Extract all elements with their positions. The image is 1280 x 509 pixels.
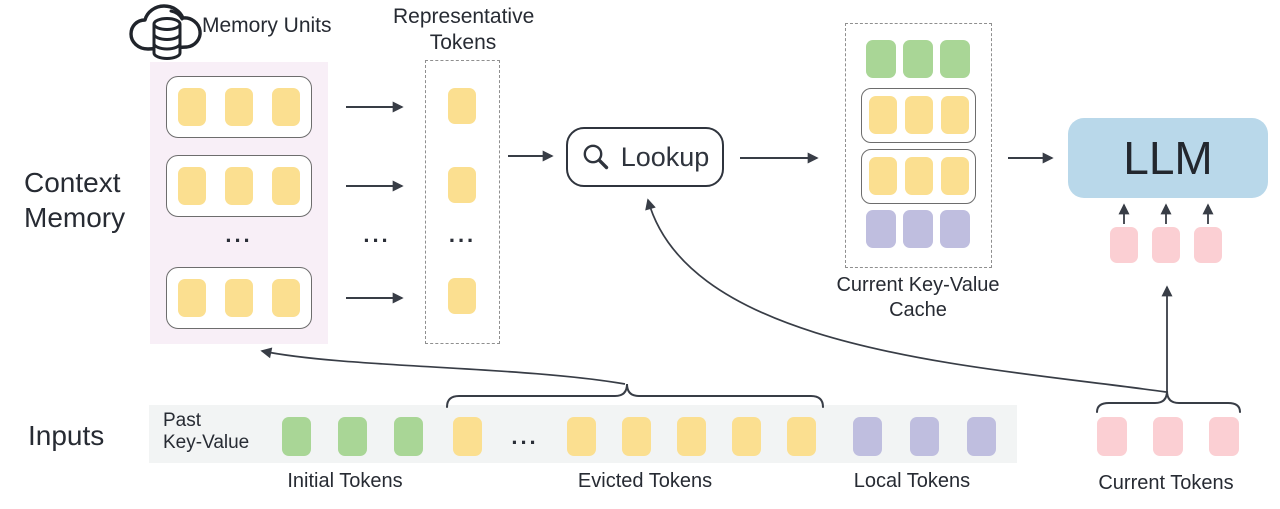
inputs-label: Inputs [28, 420, 105, 451]
evicted-tokens-brace [446, 383, 824, 408]
evicted-tokens-label: Evicted Tokens [577, 470, 713, 492]
llm-box: LLM [1068, 118, 1268, 198]
token [178, 167, 206, 205]
token [338, 417, 367, 456]
token [1152, 227, 1180, 263]
token [787, 417, 816, 456]
token [941, 157, 969, 195]
representative-tokens-label: Representative Tokens [393, 5, 535, 54]
evicted-to-memory-arrow [260, 347, 626, 385]
token [1194, 227, 1222, 263]
lookup-module: Lookup [566, 127, 724, 187]
token [940, 40, 970, 78]
initial-tokens-label: Initial Tokens [287, 470, 403, 492]
token [903, 40, 933, 78]
token [905, 157, 933, 195]
local-tokens-label: Local Tokens [853, 470, 971, 492]
token [940, 210, 970, 248]
token [272, 167, 300, 205]
token [677, 417, 706, 456]
token [869, 96, 897, 134]
token [272, 279, 300, 317]
token [910, 417, 939, 456]
token [732, 417, 761, 456]
token [1097, 417, 1127, 456]
token [272, 88, 300, 126]
context-memory-label: Context Memory [24, 167, 126, 233]
token [282, 417, 311, 456]
memory-units-label: Memory Units [202, 14, 332, 37]
current-kv-cache-label: Current Key-Value Cache [836, 274, 1000, 321]
memory-ellipsis: ... [225, 222, 253, 247]
token [1110, 227, 1138, 263]
cloud-database-icon [129, 4, 202, 61]
representative-ellipsis: ... [448, 222, 477, 247]
token [453, 417, 482, 456]
token [448, 278, 476, 314]
token [905, 96, 933, 134]
strip-ellipsis: ... [511, 424, 539, 449]
token [866, 210, 896, 248]
token [853, 417, 882, 456]
token [567, 417, 596, 456]
token [448, 88, 476, 124]
token [178, 279, 206, 317]
token [1209, 417, 1239, 456]
token [967, 417, 996, 456]
lookup-label: Lookup [620, 141, 710, 172]
token [394, 417, 423, 456]
token [225, 279, 253, 317]
current-tokens-label: Current Tokens [1098, 472, 1234, 494]
token [448, 167, 476, 203]
current-tokens-brace [1096, 390, 1241, 413]
token [622, 417, 651, 456]
past-kv-label: Past Key-Value [163, 410, 250, 453]
arrows-ellipsis: ... [363, 222, 391, 247]
token [1153, 417, 1183, 456]
magnifier-icon [583, 144, 608, 170]
llm-label: LLM [1123, 132, 1213, 184]
token [225, 167, 253, 205]
token [869, 157, 897, 195]
token [178, 88, 206, 126]
representative-tokens-box [425, 60, 500, 344]
token [903, 210, 933, 248]
token [225, 88, 253, 126]
token [941, 96, 969, 134]
token [866, 40, 896, 78]
